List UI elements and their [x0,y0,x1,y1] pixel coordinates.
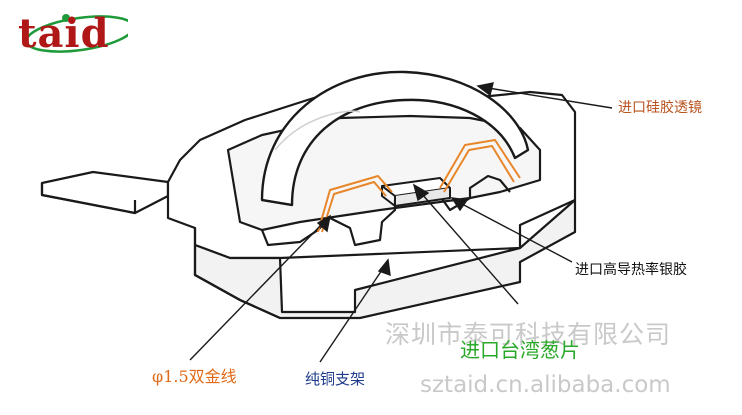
label-gold-wire: φ1.5双金线 [152,367,237,386]
label-silicone-lens: 进口硅胶透镜 [618,100,702,116]
logo-ring-icon [25,14,128,53]
taid-logo: taid [18,8,128,68]
label-taiwan-chip: 进口台湾葱片 [460,338,580,362]
watermark-company: 深圳市泰可科技有限公司 [385,320,672,349]
gold-wires [317,139,521,233]
label-thermal-silver-glue: 进口高导热率银胶 [575,262,687,278]
watermark-url: sztaid.cn.alibaba.com [420,372,671,398]
silicone-lens [260,70,530,207]
lead-tab [40,170,170,215]
pointer-lines [189,82,613,363]
logo-text: taid [18,10,110,57]
label-copper-frame: 纯铜支架 [305,370,366,388]
